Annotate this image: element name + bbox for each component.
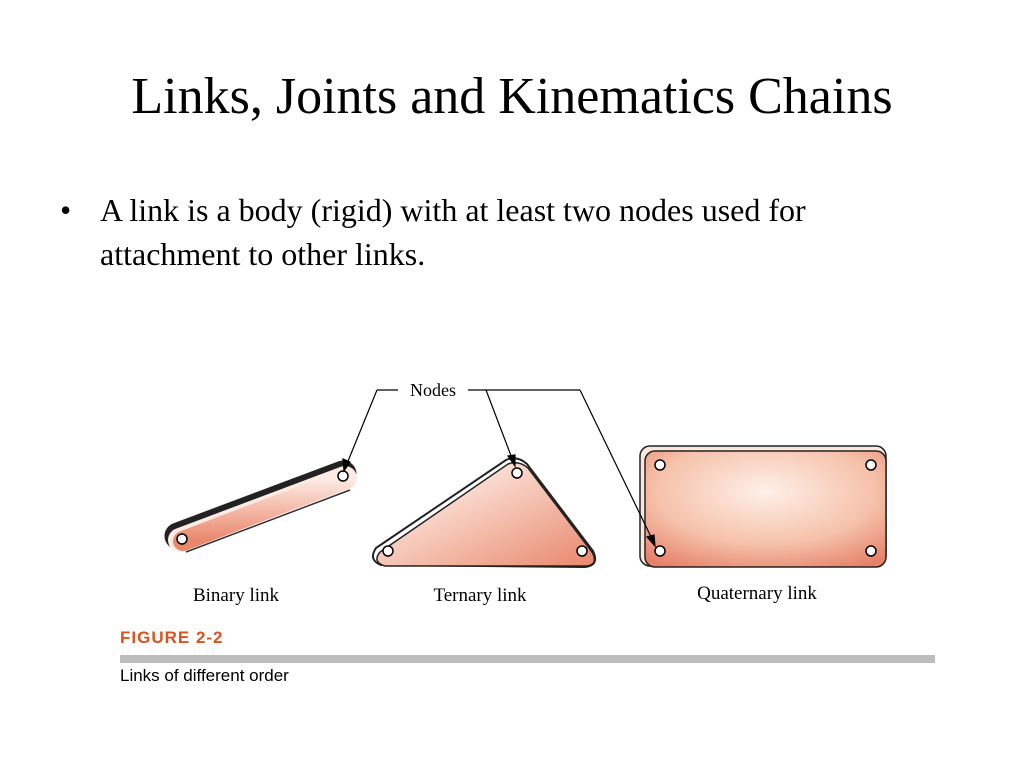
binary-link-label: Binary link — [193, 585, 280, 606]
node-dot — [654, 459, 666, 471]
bullet-marker: • — [60, 192, 72, 228]
figure-caption: Links of different order — [120, 666, 289, 685]
figure-number: FIGURE 2-2 — [120, 628, 224, 647]
node-dot — [382, 545, 394, 557]
quaternary-link-label: Quaternary link — [697, 583, 817, 604]
ternary-link-label: Ternary link — [433, 585, 527, 606]
nodes-callout-lines — [342, 389, 656, 548]
ternary-link — [371, 457, 597, 569]
binary-link — [164, 460, 357, 553]
node-dot — [576, 545, 588, 557]
bullet-item: • A link is a body (rigid) with at least… — [60, 188, 940, 276]
node-dot — [865, 545, 877, 557]
node-dot — [865, 459, 877, 471]
caption-divider — [120, 655, 935, 663]
nodes-callout-label: Nodes — [410, 380, 456, 400]
node-dot — [176, 533, 188, 545]
bullet-text: A link is a body (rigid) with at least t… — [100, 192, 806, 272]
quaternary-link — [639, 445, 887, 568]
node-dot — [511, 467, 523, 479]
node-dot — [337, 470, 349, 482]
slide-title: Links, Joints and Kinematics Chains — [131, 68, 893, 125]
node-dot — [654, 545, 666, 557]
bullet-list: • A link is a body (rigid) with at least… — [60, 188, 940, 276]
